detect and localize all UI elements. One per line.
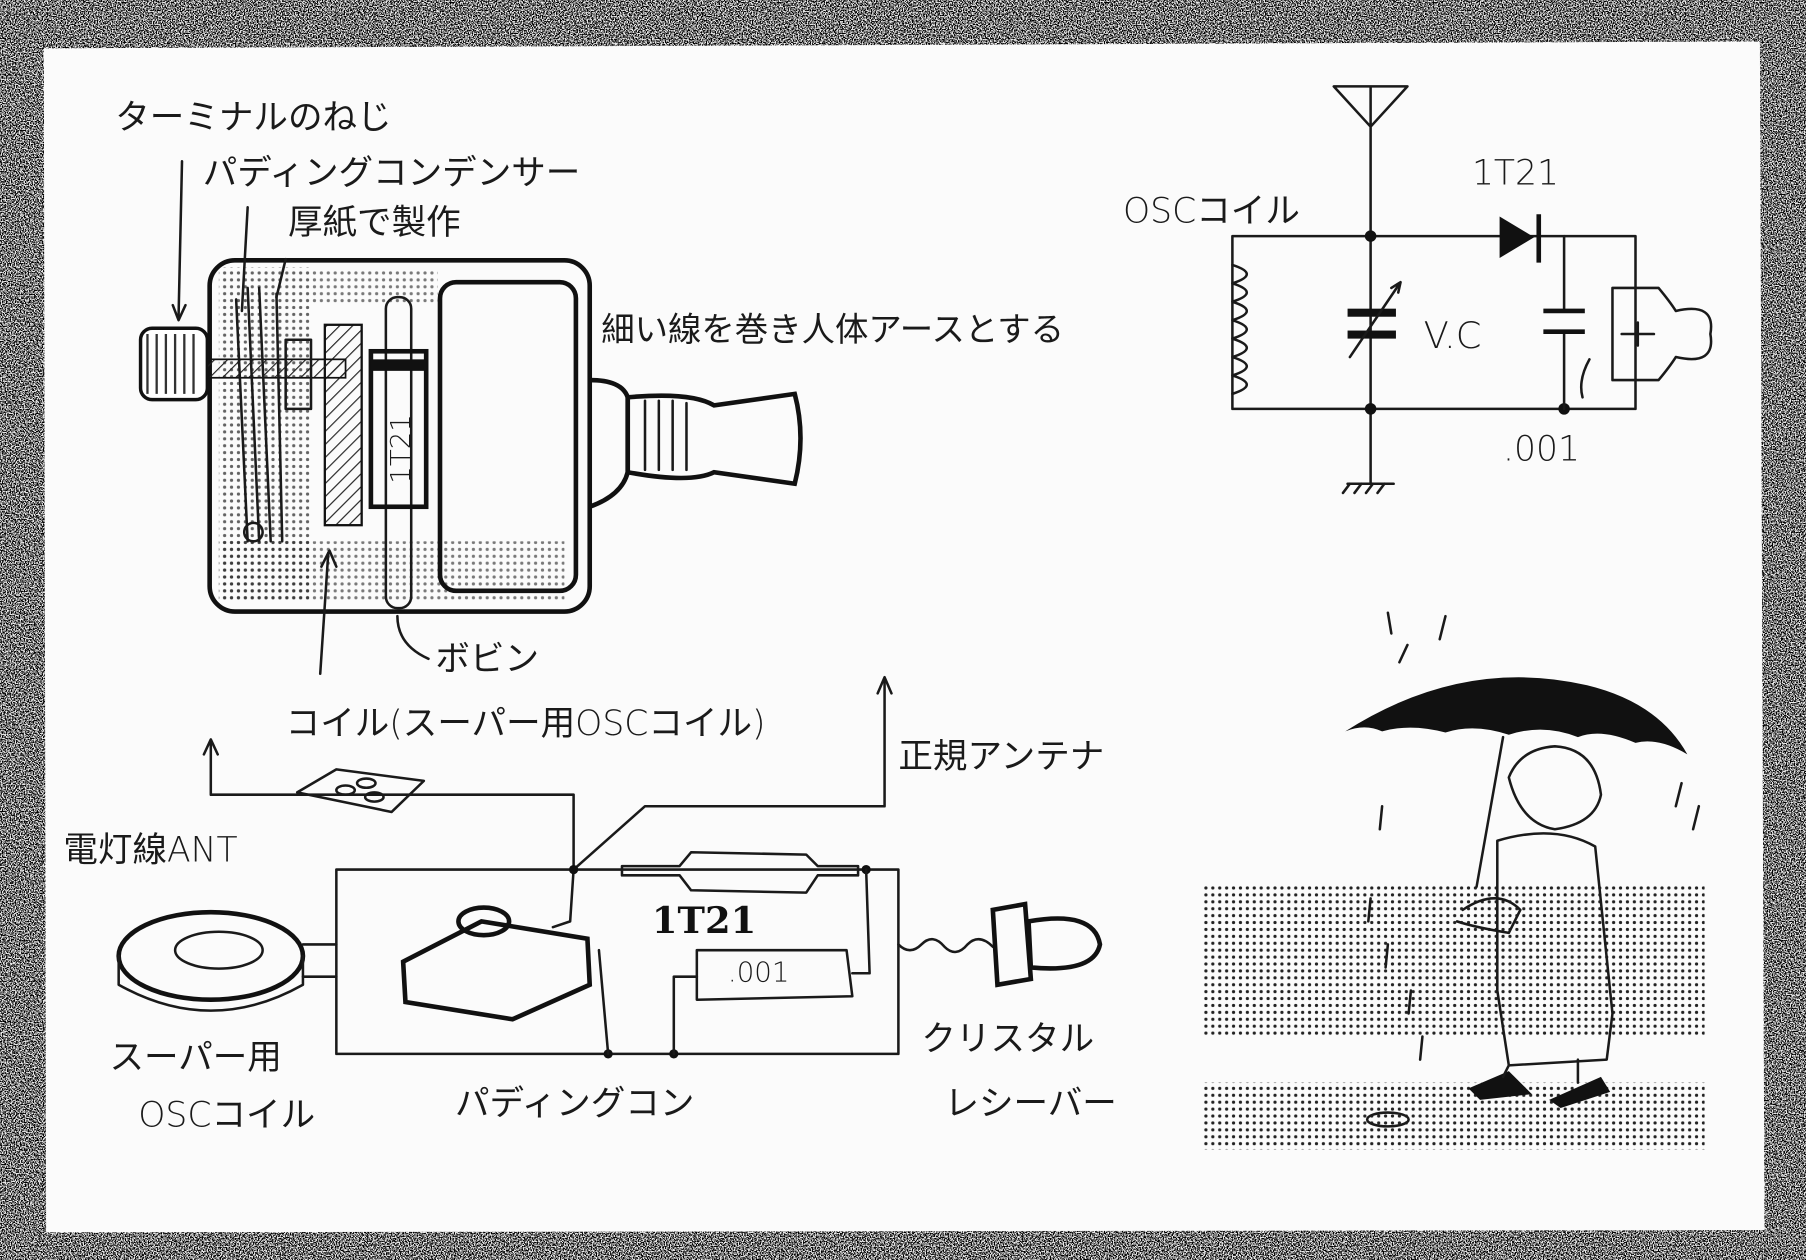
dotted-ground-2 [1203, 1082, 1705, 1150]
label-super-osc-1: スーパー用 [109, 1038, 281, 1078]
label-light-line-ant: 電灯線ANT [63, 830, 237, 870]
diode-1t21 [620, 851, 860, 894]
capacitor-001-symbol [1543, 308, 1585, 335]
label-diode-1t21: 1T21 [652, 898, 756, 942]
label-padding-con: パディングコン [455, 1084, 694, 1124]
diode-1t21-body [368, 348, 429, 510]
coil-winding [323, 323, 363, 527]
label-crystal-1: クリスタル [921, 1019, 1094, 1059]
label-schematic-vc: V.C [1424, 314, 1482, 357]
label-cardboard: 厚紙で製作 [288, 203, 461, 243]
schematic [1231, 85, 1713, 495]
capacitor-001 [695, 948, 854, 1001]
umbrella-man-cartoon [1203, 611, 1705, 1150]
trimmer-knob [456, 905, 512, 938]
screw-thread [206, 358, 347, 379]
man-shoe-right [1549, 1076, 1611, 1108]
umbrella-canopy [1345, 677, 1688, 755]
bobbin-body [207, 257, 593, 614]
variable-capacitor [1347, 308, 1396, 317]
padding-condenser [400, 918, 593, 1022]
diode-1t21-label: 1T21 [384, 414, 417, 484]
diode-symbol [1499, 216, 1535, 258]
wiring-diagram [116, 675, 1103, 1059]
label-coil: コイル(スーパー用OSCコイル) [286, 704, 766, 744]
label-proper-antenna: 正規アンテナ [898, 737, 1104, 777]
umbrella-shaft [1475, 735, 1505, 889]
label-padding-condenser: パディングコンデンサー [203, 153, 581, 193]
label-schematic-diode: 1T21 [1472, 153, 1559, 193]
outlet-plug [295, 768, 426, 814]
label-body-ground: 細い線を巻き人体アースとする [601, 310, 1064, 349]
label-crystal-2: レシーバー [944, 1084, 1116, 1124]
label-capacitor: .001 [728, 955, 790, 988]
osc-coil-symbol [1231, 263, 1249, 396]
grip-handle [625, 391, 803, 487]
label-super-osc-2: OSCコイル [138, 1095, 315, 1135]
antenna-symbol [1332, 85, 1409, 485]
label-terminal-screw: ターミナルのねじ [115, 98, 391, 138]
label-schematic-capacitor: .001 [1503, 430, 1580, 470]
man-shoe-left [1468, 1071, 1532, 1100]
ground-symbol [1341, 482, 1395, 495]
label-bobbin: ボビン [435, 639, 539, 679]
coil-cylinder [437, 279, 579, 594]
dotted-ground-1 [1203, 884, 1705, 1037]
label-schematic-osc: OSCコイル [1123, 191, 1300, 231]
crystal-receiver [990, 901, 1034, 988]
man-head [1507, 745, 1603, 831]
man-coat [1496, 832, 1614, 1067]
earphone-symbol [1611, 286, 1713, 382]
detector-device: 1T21 [138, 159, 803, 676]
